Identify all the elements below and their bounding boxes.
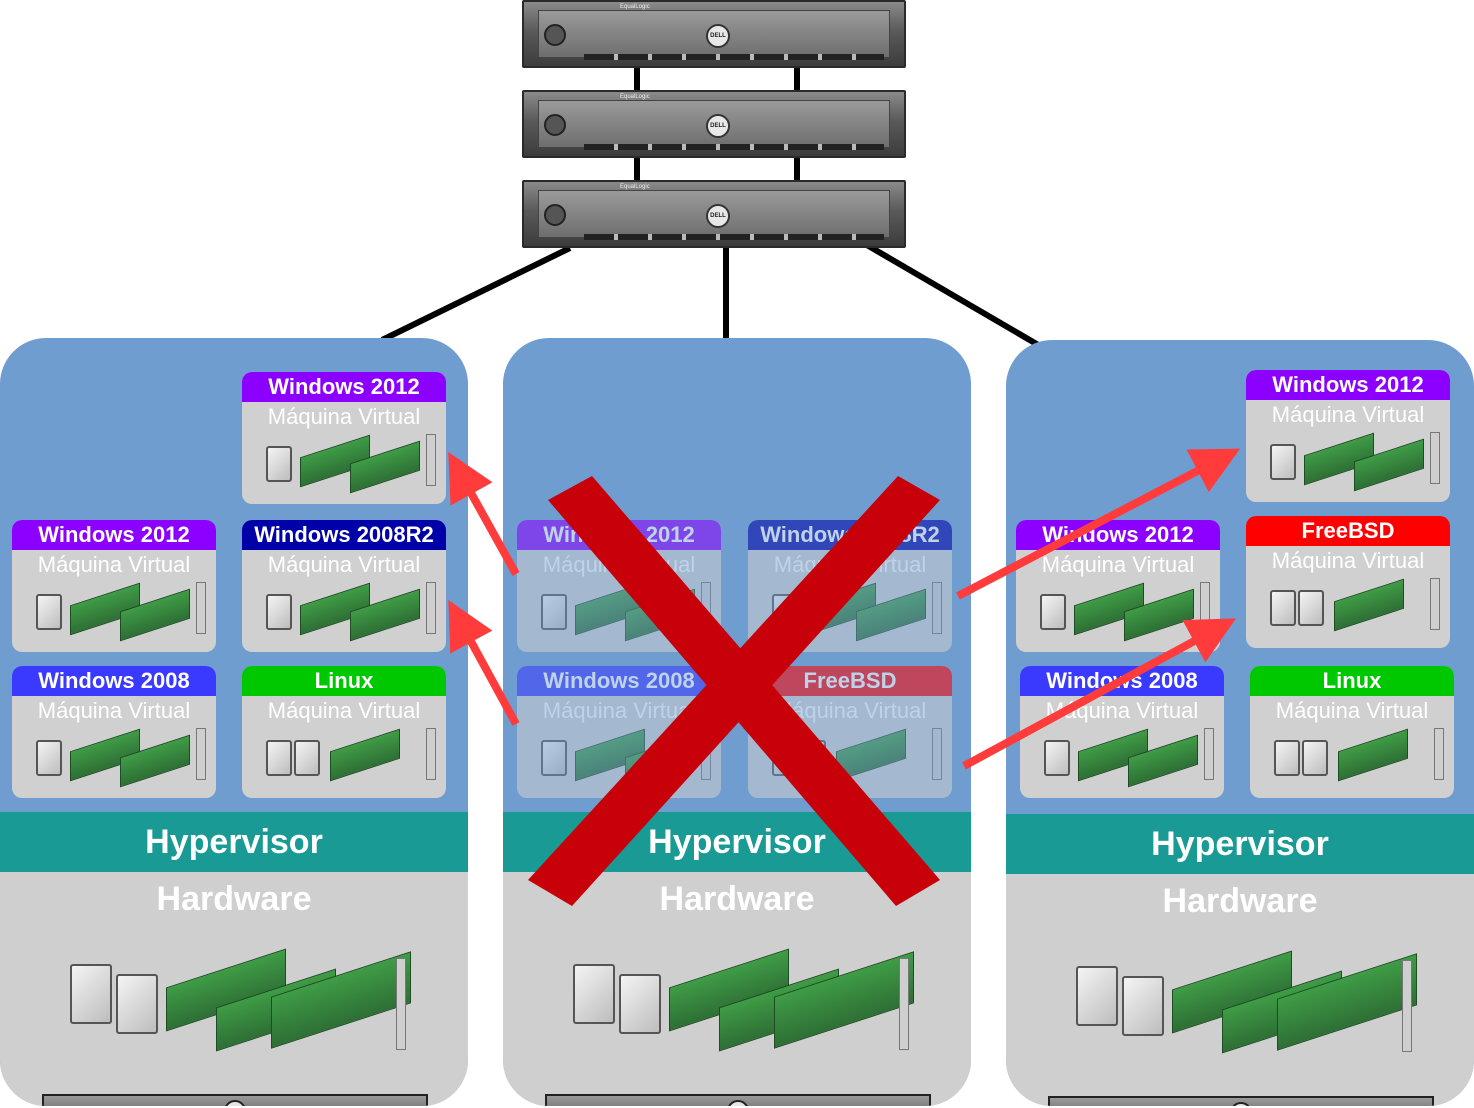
vm-card[interactable]: Linux Máquina Virtual <box>1250 666 1454 798</box>
host-2: Hypervisor Hardware Windows 2012 Máquina… <box>503 338 971 1106</box>
hardware-section: Hardware <box>503 872 971 1106</box>
storage-array-unit-2: EqualLogic DELL <box>522 90 906 158</box>
lock-icon <box>544 204 566 226</box>
vm-label: Máquina Virtual <box>1045 698 1199 723</box>
dell-server-icon <box>1048 1096 1434 1106</box>
vm-card[interactable]: Windows 2012 Máquina Virtual <box>517 520 721 652</box>
vm-card[interactable]: FreeBSD Máquina Virtual <box>1246 516 1450 648</box>
host-1: Hypervisor Hardware Windows 2012 Máquina… <box>0 338 468 1106</box>
vm-os-label: Windows 2012 <box>242 372 446 402</box>
host-3: Hypervisor Hardware Windows 2012 Máquina… <box>1006 340 1474 1106</box>
vm-os-label: Linux <box>1250 666 1454 696</box>
memory-card-icon <box>766 726 942 792</box>
vm-os-label: Windows 2012 <box>12 520 216 550</box>
hypervisor-bar: Hypervisor <box>0 812 468 872</box>
memory-card-icon <box>766 580 942 646</box>
dell-server-icon <box>42 1094 428 1106</box>
vm-card[interactable]: Windows 2008R2 Máquina Virtual <box>748 520 952 652</box>
vm-card[interactable]: Windows 2008 Máquina Virtual <box>1020 666 1224 798</box>
vm-os-label: Windows 2008R2 <box>748 520 952 550</box>
vm-os-label: Windows 2008R2 <box>242 520 446 550</box>
memory-card-icon <box>260 726 436 792</box>
vm-card[interactable]: Windows 2012 Máquina Virtual <box>12 520 216 652</box>
storage-array-unit-3: EqualLogic DELL <box>522 180 906 248</box>
memory-card-icon <box>260 580 436 646</box>
vm-os-label: Windows 2012 <box>1246 370 1450 400</box>
lock-icon <box>544 24 566 46</box>
vm-os-label: Windows 2012 <box>1016 520 1220 550</box>
memory-card-icon <box>30 726 206 792</box>
hardware-components-icon <box>569 928 919 1078</box>
memory-card-icon <box>535 726 711 792</box>
vm-label: Máquina Virtual <box>267 552 421 577</box>
hypervisor-bar: Hypervisor <box>1006 814 1474 874</box>
vm-label: Máquina Virtual <box>1271 402 1425 427</box>
vm-card[interactable]: Windows 2008 Máquina Virtual <box>12 666 216 798</box>
memory-card-icon <box>535 580 711 646</box>
dell-logo-icon: DELL <box>706 114 730 138</box>
vm-label: Máquina Virtual <box>773 698 927 723</box>
storage-brand-label: EqualLogic <box>620 184 650 190</box>
hardware-section: Hardware <box>1006 874 1474 1106</box>
vm-label: Máquina Virtual <box>773 552 927 577</box>
hardware-components-icon <box>1072 930 1422 1080</box>
memory-card-icon <box>1268 726 1444 792</box>
memory-card-icon <box>1038 726 1214 792</box>
hardware-label: Hardware <box>659 880 815 918</box>
storage-brand-label: EqualLogic <box>620 94 650 100</box>
vm-card[interactable]: Linux Máquina Virtual <box>242 666 446 798</box>
hardware-label: Hardware <box>1162 882 1318 920</box>
vm-label: Máquina Virtual <box>1275 698 1429 723</box>
vm-card[interactable]: Windows 2008R2 Máquina Virtual <box>242 520 446 652</box>
hardware-section: Hardware <box>0 872 468 1106</box>
dell-logo-icon: DELL <box>706 204 730 228</box>
vm-label: Máquina Virtual <box>1271 548 1425 573</box>
vm-label: Máquina Virtual <box>542 552 696 577</box>
vm-label: Máquina Virtual <box>267 404 421 429</box>
hardware-components-icon <box>66 928 416 1078</box>
vm-label: Máquina Virtual <box>267 698 421 723</box>
memory-card-icon <box>1264 430 1440 496</box>
vm-label: Máquina Virtual <box>542 698 696 723</box>
vm-label: Máquina Virtual <box>37 698 191 723</box>
vm-os-label: FreeBSD <box>748 666 952 696</box>
memory-card-icon <box>1034 580 1210 646</box>
storage-brand-label: EqualLogic <box>620 4 650 10</box>
memory-card-icon <box>1264 576 1440 642</box>
vm-label: Máquina Virtual <box>37 552 191 577</box>
memory-card-icon <box>30 580 206 646</box>
vm-card[interactable]: Windows 2008 Máquina Virtual <box>517 666 721 798</box>
dell-logo-icon: DELL <box>706 24 730 48</box>
vm-os-label: Windows 2012 <box>517 520 721 550</box>
storage-array-unit-1: EqualLogic DELL <box>522 0 906 68</box>
vm-os-label: Linux <box>242 666 446 696</box>
vm-card[interactable]: FreeBSD Máquina Virtual <box>748 666 952 798</box>
vm-card[interactable]: Windows 2012 Máquina Virtual <box>242 372 446 504</box>
lock-icon <box>544 114 566 136</box>
vm-card[interactable]: Windows 2012 Máquina Virtual <box>1246 370 1450 502</box>
vm-os-label: FreeBSD <box>1246 516 1450 546</box>
hypervisor-bar: Hypervisor <box>503 812 971 872</box>
hardware-label: Hardware <box>156 880 312 918</box>
vm-os-label: Windows 2008 <box>517 666 721 696</box>
vm-card[interactable]: Windows 2012 Máquina Virtual <box>1016 520 1220 652</box>
vm-os-label: Windows 2008 <box>1020 666 1224 696</box>
vm-os-label: Windows 2008 <box>12 666 216 696</box>
vm-label: Máquina Virtual <box>1041 552 1195 577</box>
dell-server-icon <box>545 1094 931 1106</box>
memory-card-icon <box>260 432 436 498</box>
